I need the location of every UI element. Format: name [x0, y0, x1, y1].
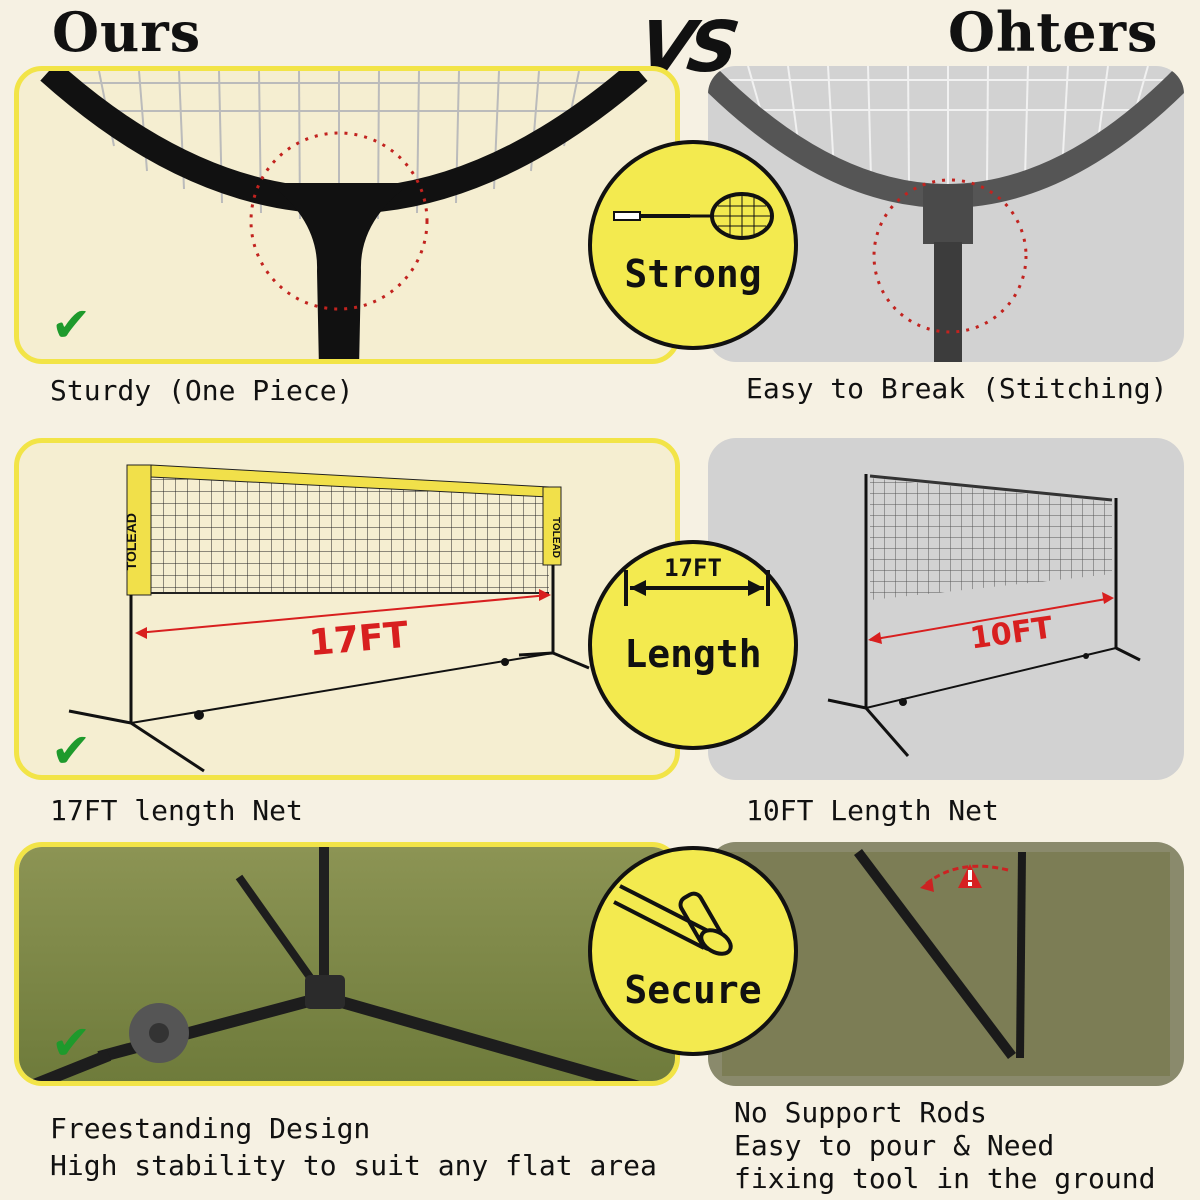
others-racket-image: [708, 66, 1184, 362]
ours-brand-label-right: TOLEAD: [550, 517, 561, 558]
ours-caption-secure: Freestanding Design High stability to su…: [50, 1112, 657, 1182]
ours-brand-label: TOLEAD: [123, 513, 139, 571]
others-stand-image: [708, 842, 1184, 1086]
others-caption-secure: No Support Rods Easy to pour & Need fixi…: [734, 1096, 1156, 1195]
secure-badge: Secure: [588, 846, 798, 1056]
ours-net-panel: TOLEAD TOLEAD 17FT ✔: [14, 438, 680, 780]
length-badge: 17FT Length: [588, 540, 798, 750]
others-caption-length: 10FT Length Net: [746, 794, 999, 827]
check-icon: ✔: [51, 297, 92, 353]
ours-stand-panel: ✔: [14, 842, 680, 1086]
ours-title: Ours: [52, 0, 202, 64]
others-title: Ohters: [948, 0, 1159, 64]
others-racket-panel: [708, 66, 1184, 362]
ours-caption-secure-line-1: Freestanding Design: [50, 1112, 371, 1145]
ours-caption-length: 17FT length Net: [50, 794, 303, 827]
pole-clip-icon: [613, 884, 733, 956]
ours-stand-image: [19, 847, 675, 1081]
others-caption-strong: Easy to Break (Stitching): [746, 372, 1168, 405]
length-badge-label: Length: [624, 632, 762, 676]
ours-racket-image: [40, 71, 648, 359]
strong-badge-label: Strong: [624, 252, 762, 296]
secure-badge-label: Secure: [624, 968, 762, 1012]
length-badge-measure: 17FT: [664, 554, 722, 582]
ours-net-image: [68, 464, 590, 773]
warning-icon: [958, 864, 982, 888]
others-caption-secure-line-3: fixing tool in the ground: [734, 1161, 1156, 1195]
racket-icon: [613, 192, 774, 240]
ours-length-measure: 17FT: [307, 614, 410, 665]
ours-caption-secure-line-2: High stability to suit any flat area: [50, 1148, 657, 1182]
check-icon: ✔: [51, 1015, 92, 1071]
strong-badge: Strong: [588, 140, 798, 350]
others-caption-secure-line-2: Easy to pour & Need: [734, 1128, 1055, 1162]
others-net-image: [827, 474, 1141, 757]
ours-caption-strong: Sturdy (One Piece): [50, 374, 354, 407]
check-icon: ✔: [51, 723, 92, 779]
double-arrow-icon: [624, 570, 770, 606]
ours-racket-panel: ✔: [14, 66, 680, 364]
others-caption-secure-line-1: No Support Rods: [734, 1096, 987, 1129]
